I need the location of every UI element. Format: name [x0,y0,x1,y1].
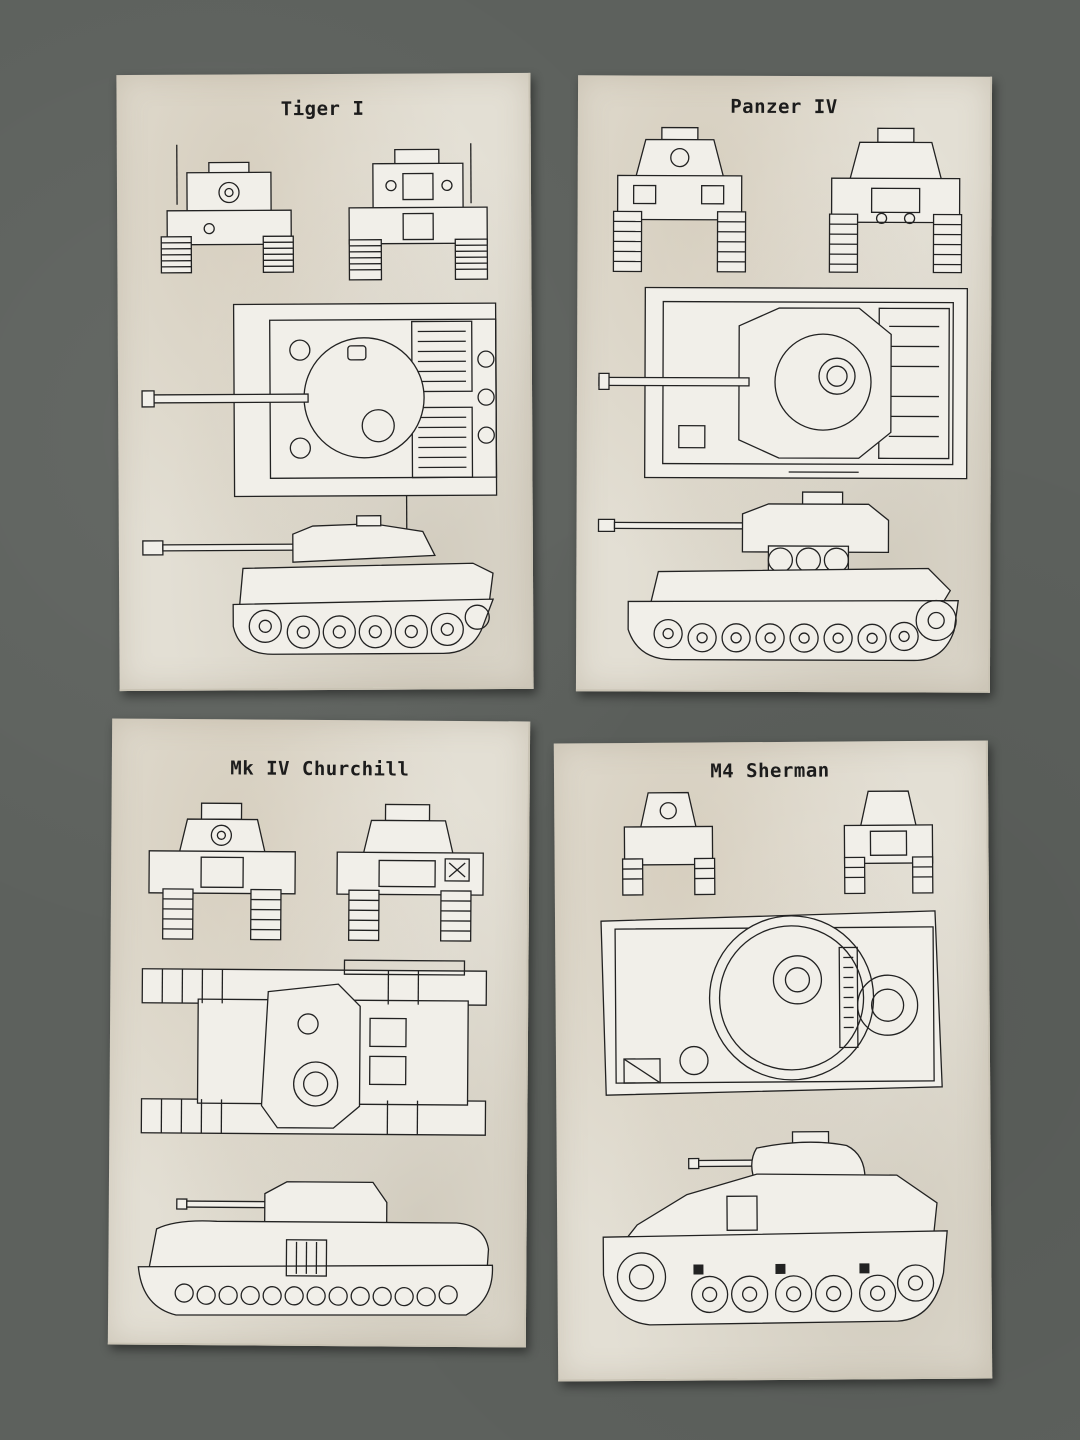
tank-rear-view [343,143,494,284]
tank-front-view [147,801,298,942]
panel-title: Panzer IV [730,95,838,119]
tank-rear-view [840,787,937,896]
tank-rear-view [335,802,486,943]
tank-front-view [618,788,719,897]
tank-top-view [595,907,948,1099]
tank-top-view [599,285,970,482]
tank-side-view [136,1167,497,1330]
tank-rear-view [825,128,966,274]
panel-title: Tiger I [280,97,365,121]
blueprint-panel-churchill: Mk IV Churchill [107,718,531,1348]
tank-side-view [143,513,504,665]
blueprint-panel-sherman: M4 Sherman [553,740,993,1382]
tank-side-view [598,489,969,670]
panel-title: Mk IV Churchill [230,757,410,781]
blueprint-panel-tiger: Tiger I [116,72,534,692]
tank-front-view [609,127,750,273]
tank-side-view [596,1123,949,1335]
blueprint-panel-panzer: Panzer IV [575,75,993,693]
tank-front-view [157,144,298,275]
panel-title: M4 Sherman [710,759,830,783]
tank-top-view [142,299,503,501]
tank-top-view [137,955,498,1148]
